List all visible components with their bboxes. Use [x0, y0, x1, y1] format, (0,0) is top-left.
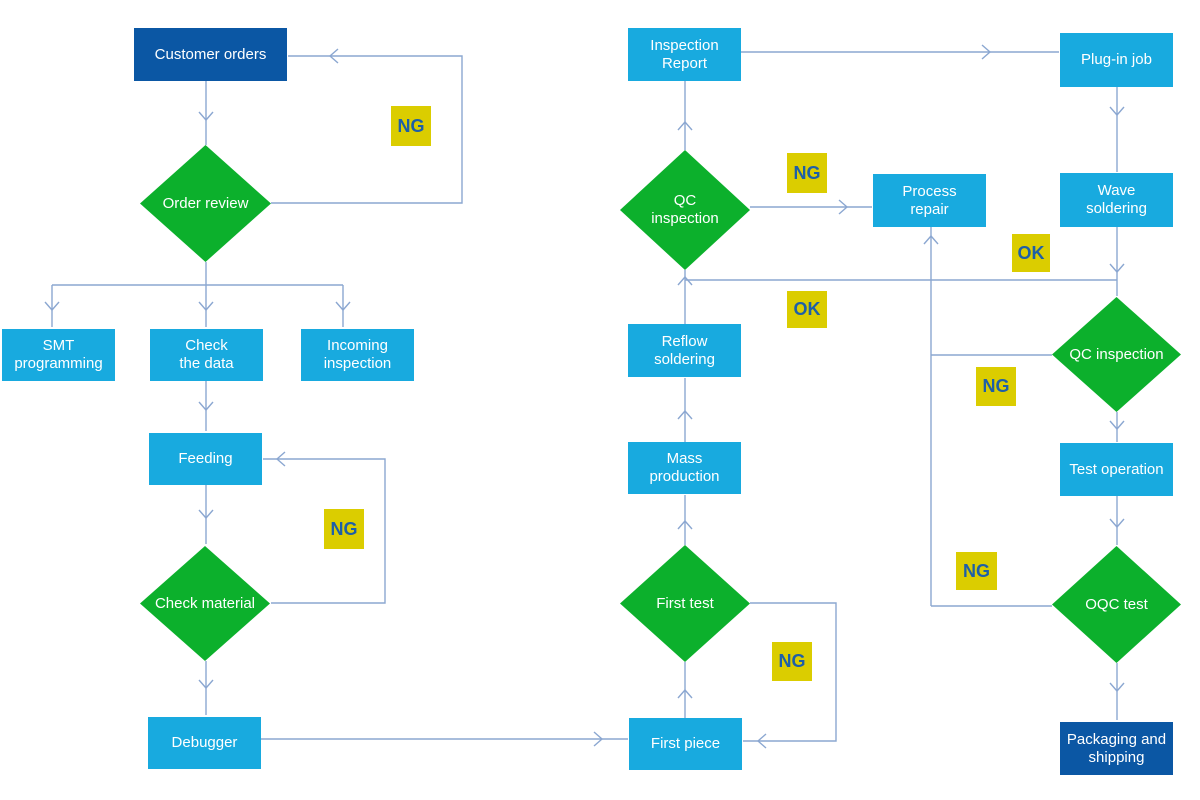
node-qc-inspection-decision: QC inspection [620, 150, 750, 270]
badge-ng-oqc-test: NG [956, 552, 997, 590]
node-label: Reflow soldering [654, 332, 715, 368]
badge-ng-check-material: NG [324, 509, 364, 549]
node-label: Inspection Report [650, 36, 719, 72]
badge-ng-qc-inspection: NG [787, 153, 827, 193]
node-incoming-inspection: Incoming inspection [301, 329, 414, 381]
node-check-the-data: Check the data [150, 329, 263, 381]
node-label: Customer orders [154, 45, 267, 63]
node-first-piece: First piece [629, 718, 742, 770]
node-test-operation: Test operation [1060, 443, 1173, 496]
node-label: Feeding [178, 450, 233, 468]
node-label: Plug-in job [1081, 51, 1152, 69]
node-label: Check material [154, 594, 256, 612]
node-label: Wave soldering [1086, 182, 1147, 217]
node-label: Test operation [1069, 460, 1164, 478]
node-feeding: Feeding [149, 433, 262, 485]
node-smt-programming: SMT programming [2, 329, 115, 381]
node-debugger: Debugger [148, 717, 261, 769]
node-wave-soldering: Wave soldering [1060, 173, 1173, 227]
node-first-test-decision: First test [620, 545, 750, 662]
node-customer-orders: Customer orders [134, 28, 287, 81]
node-qc-inspection-2-decision: QC inspection [1052, 297, 1181, 412]
node-label: Check the data [179, 337, 234, 372]
node-check-material-decision: Check material [140, 546, 270, 661]
node-label: QC inspection [1069, 345, 1164, 363]
node-inspection-report: Inspection Report [628, 28, 741, 81]
node-oqc-test-decision: OQC test [1052, 546, 1181, 663]
node-label: First piece [650, 735, 721, 753]
node-packaging-shipping: Packaging and shipping [1060, 722, 1173, 775]
node-process-repair: Process repair [873, 174, 986, 227]
node-order-review-decision: Order review [140, 145, 271, 262]
badge-ok-qc-inspection: OK [787, 291, 827, 328]
node-mass-production: Mass production [628, 442, 741, 494]
node-label: OQC test [1085, 595, 1148, 613]
node-label: Debugger [171, 734, 238, 752]
node-label: Incoming inspection [323, 337, 392, 372]
node-label: Packaging and shipping [1066, 730, 1167, 766]
badge-ng-first-test: NG [772, 642, 812, 681]
node-label: SMT programming [14, 337, 103, 372]
node-reflow-soldering: Reflow soldering [628, 324, 741, 377]
node-label: Order review [162, 194, 249, 212]
node-plug-in-job: Plug-in job [1060, 33, 1173, 87]
node-label: First test [656, 594, 714, 612]
badge-ok-wave-soldering: OK [1012, 234, 1050, 272]
node-label: Mass production [649, 450, 720, 485]
node-label: QC inspection [651, 192, 719, 227]
node-label: Process repair [902, 182, 957, 218]
badge-ng-qc-inspection-2: NG [976, 367, 1016, 406]
badge-ng-order-review: NG [391, 106, 431, 146]
